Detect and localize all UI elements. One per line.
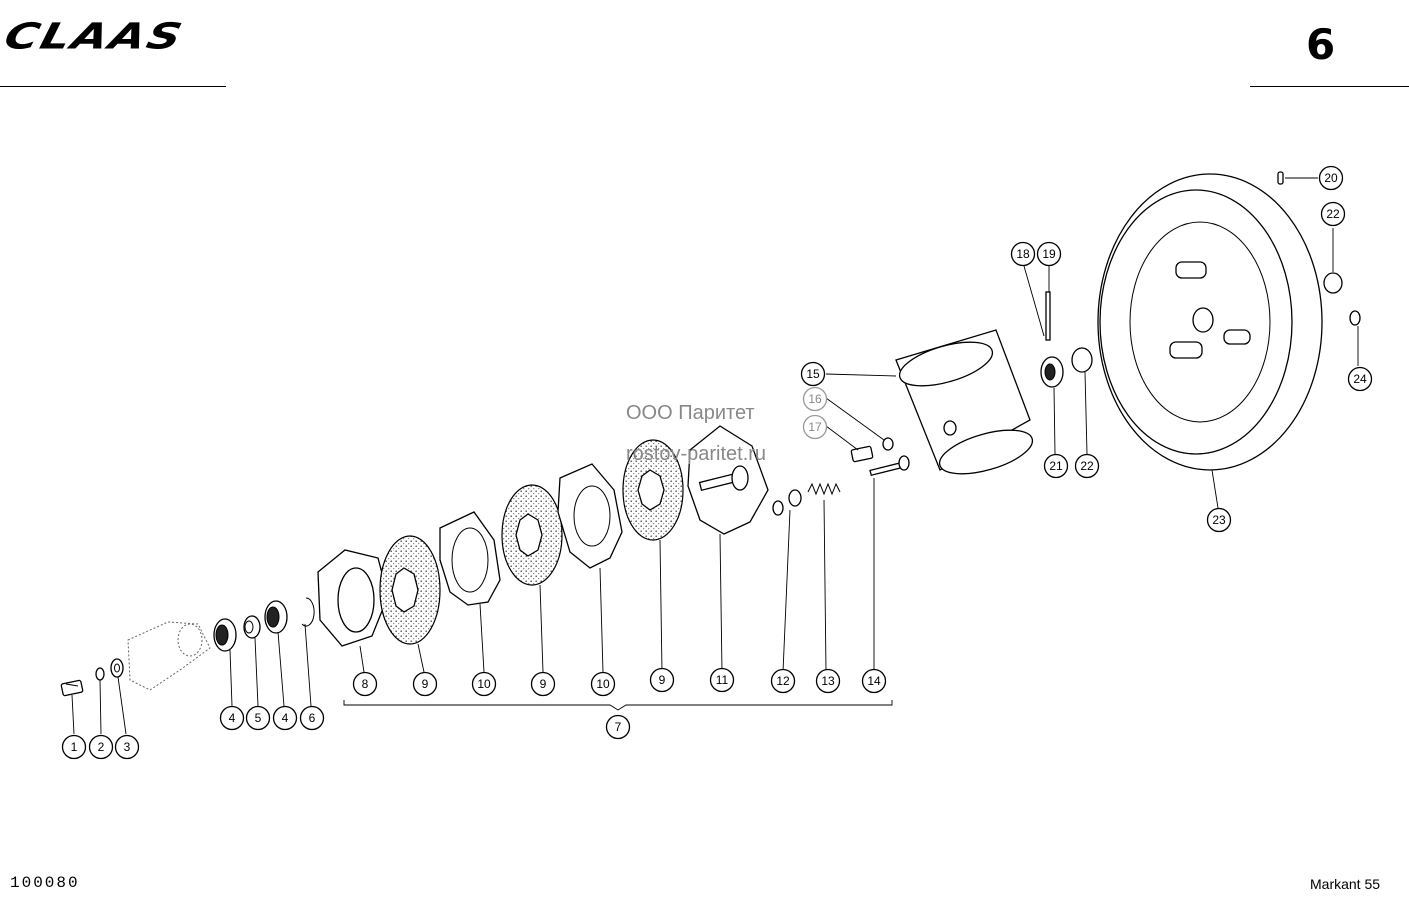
callout-16: 16 — [802, 386, 828, 412]
callout-9a: 9 — [412, 671, 438, 697]
spacer-part — [243, 615, 261, 639]
svg-text:22: 22 — [1326, 207, 1340, 221]
friction-disc-2 — [501, 484, 563, 586]
bushing-22b-part — [1323, 272, 1343, 294]
yoke-ghost — [127, 621, 211, 691]
circlip-part — [301, 597, 315, 627]
svg-text:4: 4 — [229, 711, 236, 725]
nut-part — [110, 658, 124, 678]
clutch-drum-part — [895, 329, 1034, 475]
drawing-number: 100080 — [10, 874, 80, 892]
nut-pair-part — [772, 489, 802, 516]
callout-21: 21 — [1043, 453, 1069, 479]
svg-text:18: 18 — [1016, 247, 1030, 261]
bearing-21-part — [1040, 356, 1064, 388]
svg-text:2: 2 — [98, 740, 105, 754]
svg-text:10: 10 — [596, 677, 610, 691]
callout-20: 20 — [1318, 165, 1344, 191]
svg-text:17: 17 — [808, 420, 822, 434]
svg-text:13: 13 — [821, 674, 835, 688]
callout-22a: 22 — [1074, 453, 1100, 479]
callout-23: 23 — [1206, 507, 1232, 533]
callout-4b: 4 — [272, 705, 298, 731]
svg-text:11: 11 — [716, 673, 729, 687]
long-bolt-part — [869, 455, 910, 477]
callout-10b: 10 — [590, 671, 616, 697]
svg-text:24: 24 — [1353, 372, 1367, 386]
callout-9c: 9 — [649, 667, 675, 693]
bolt-part — [60, 679, 84, 697]
pressure-plate-part — [687, 425, 769, 535]
bearing-part-b — [264, 600, 288, 634]
svg-text:14: 14 — [867, 674, 881, 688]
svg-text:6: 6 — [309, 711, 316, 725]
callout-1: 1 — [61, 734, 87, 760]
svg-text:9: 9 — [422, 677, 429, 691]
washer-16-part — [882, 437, 894, 451]
svg-text:21: 21 — [1049, 459, 1063, 473]
svg-text:7: 7 — [615, 720, 622, 734]
svg-text:22: 22 — [1080, 459, 1094, 473]
pulley-23-part — [1097, 173, 1323, 471]
bushing-22-part — [1071, 347, 1093, 373]
svg-text:8: 8 — [362, 677, 369, 691]
callout-11: 11 — [709, 667, 735, 693]
callout-9b: 9 — [530, 671, 556, 697]
page-number: 6 — [1306, 20, 1336, 69]
callout-24: 24 — [1347, 366, 1373, 392]
svg-text:9: 9 — [659, 673, 666, 687]
callout-10a: 10 — [471, 671, 497, 697]
header-rule-left — [0, 86, 226, 87]
header-rule-right — [1250, 86, 1409, 87]
callout-5: 5 — [245, 705, 271, 731]
callout-19: 19 — [1036, 241, 1062, 267]
callout-12: 12 — [770, 668, 796, 694]
friction-disc-3 — [622, 439, 684, 541]
svg-text:16: 16 — [808, 392, 822, 406]
leader-lines — [71, 177, 1359, 735]
bolt-17-part — [850, 445, 874, 463]
watermark-url: rostov-paritet.ru — [626, 443, 767, 465]
svg-text:10: 10 — [477, 677, 491, 691]
bearing-part-a — [213, 618, 237, 652]
callout-7: 7 — [605, 714, 631, 740]
svg-text:15: 15 — [806, 367, 820, 381]
svg-text:20: 20 — [1324, 171, 1338, 185]
callout-14: 14 — [861, 668, 887, 694]
callout-6: 6 — [299, 705, 325, 731]
callout-3: 3 — [114, 734, 140, 760]
callout-4a: 4 — [219, 705, 245, 731]
steel-plate-2 — [557, 463, 623, 569]
callout-13: 13 — [815, 668, 841, 694]
svg-text:23: 23 — [1212, 513, 1226, 527]
callout-15: 15 — [800, 361, 826, 387]
svg-text:9: 9 — [540, 677, 547, 691]
pin-18-19-part — [1045, 291, 1051, 341]
svg-text:19: 19 — [1042, 247, 1056, 261]
svg-text:5: 5 — [255, 711, 262, 725]
callout-22b: 22 — [1320, 201, 1346, 227]
spring-part — [807, 482, 841, 496]
steel-plate-1 — [439, 511, 501, 606]
friction-disc-1 — [379, 535, 441, 645]
watermark-company: ООО Паритет — [626, 402, 755, 424]
callout-18: 18 — [1010, 241, 1036, 267]
callout-8: 8 — [352, 671, 378, 697]
callout-17: 17 — [802, 414, 828, 440]
svg-text:4: 4 — [282, 711, 289, 725]
svg-text:1: 1 — [71, 740, 78, 754]
washer-part — [95, 667, 105, 681]
clutch-hub-part — [317, 549, 389, 647]
callout-2: 2 — [88, 734, 114, 760]
pin-20-part — [1277, 171, 1284, 185]
svg-text:12: 12 — [776, 674, 790, 688]
model-name: Markant 55 — [1310, 876, 1381, 892]
nut-24-part — [1349, 310, 1361, 326]
svg-text:3: 3 — [124, 740, 131, 754]
